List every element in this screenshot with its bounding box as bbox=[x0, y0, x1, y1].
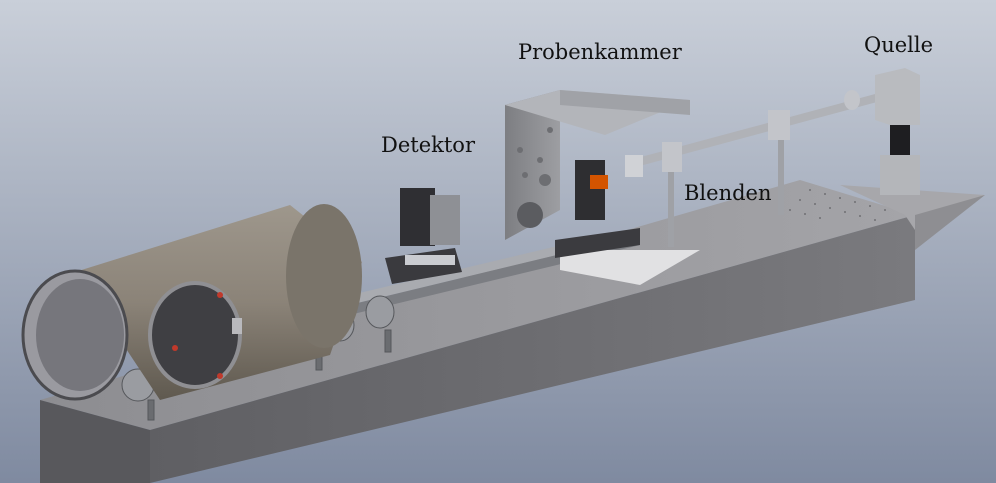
marker-dot bbox=[172, 345, 178, 351]
label-detektor: Detektor bbox=[381, 133, 475, 157]
marker-dot bbox=[217, 292, 223, 298]
table-holes bbox=[789, 189, 886, 221]
detector-assembly bbox=[385, 188, 462, 284]
label-blenden: Blenden bbox=[684, 181, 772, 205]
source bbox=[875, 68, 920, 195]
marker-dot bbox=[217, 373, 223, 379]
label-probenkammer: Probenkammer bbox=[518, 40, 682, 64]
sample-chamber bbox=[505, 90, 700, 285]
label-quelle: Quelle bbox=[864, 33, 934, 57]
apertures bbox=[625, 90, 892, 247]
vacuum-tank bbox=[21, 204, 362, 401]
